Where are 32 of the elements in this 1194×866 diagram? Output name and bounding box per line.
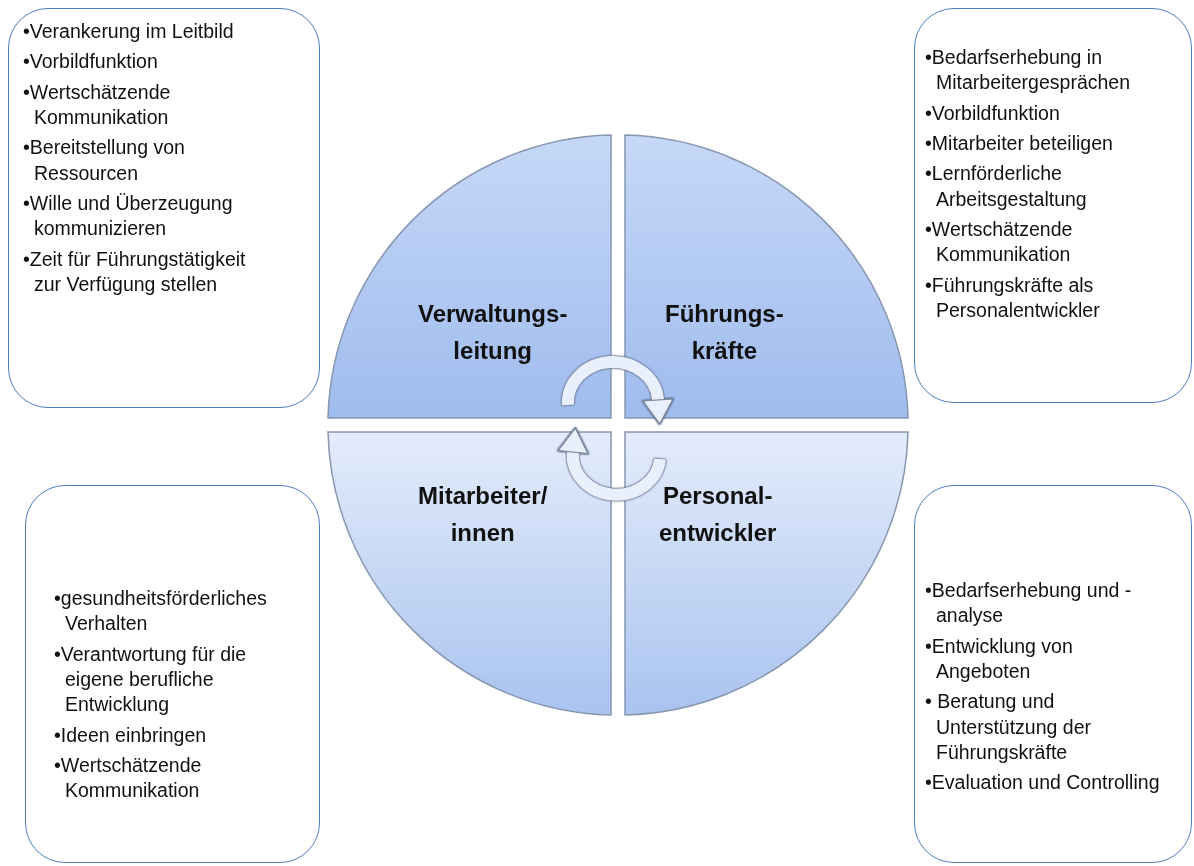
bullet-item: •Entwicklung von Angeboten — [925, 633, 1074, 685]
text-box — [25, 485, 320, 863]
text-box — [8, 8, 320, 408]
bullet-item: •Verankerung im Leitbild — [23, 19, 235, 44]
bullet-item: •Bedarfserhebung in Mitarbeitergesprächen — [925, 45, 1132, 96]
circle-segment — [328, 432, 611, 715]
segment-title: Mitarbeiter/ innen — [418, 481, 548, 549]
circle-segment — [625, 135, 908, 418]
bullet-item: •Wille und Überzeugung kommunizieren — [23, 191, 234, 242]
bullet-item: •Zeit für Führungstätigkeit zur Verfügung stellen — [23, 246, 247, 298]
bullet-item: •Wertschätzende Kommunikation — [23, 79, 172, 131]
bullet-item: •Mitarbeiter beteiligen — [925, 131, 1114, 157]
bullet-item: •Vorbildfunktion — [23, 49, 159, 75]
bullet-item: •Ideen einbringen — [54, 722, 208, 748]
bullet-item: •Vorbildfunktion — [925, 100, 1061, 126]
bullet-item: • Beratung und Unterstützung der Führungskräfte — [925, 689, 1092, 766]
bullet-item: •Wertschätzende Kommunikation — [925, 217, 1074, 268]
circle-segment — [328, 135, 611, 418]
text-box — [914, 8, 1192, 403]
bullet-item: •Bedarfserhebung und - analyse — [925, 578, 1133, 629]
bullet-item: •Evaluation und Controlling — [925, 770, 1161, 796]
text-box — [914, 485, 1192, 863]
circle-segment — [625, 432, 908, 715]
bullet-item: •Führungskräfte als Personalentwickler — [925, 272, 1101, 324]
bullet-item: •Lernförderliche Arbeitsgestaltung — [925, 161, 1088, 212]
segment-title: Führungs- kräfte — [665, 299, 784, 367]
segment-title: Verwaltungs- leitung — [418, 299, 568, 367]
bullet-item: •gesundheitsförderliches Verhalten — [54, 586, 268, 637]
bullet-item: •Bereitstellung von Ressourcen — [23, 135, 186, 186]
bullet-item: •Verantwortung für die eigene berufliche Entwicklung — [54, 641, 248, 718]
segment-title: Personal- entwickler — [659, 481, 777, 549]
bullet-item: •Wertschätzende Kommunikation — [54, 753, 203, 804]
